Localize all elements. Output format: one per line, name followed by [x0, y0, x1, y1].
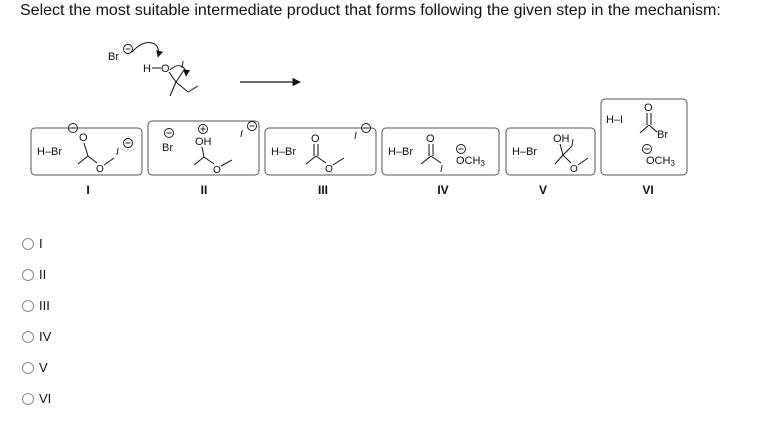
radio-unchecked-icon[interactable] — [22, 268, 34, 281]
bromide-label: Br — [108, 51, 119, 63]
iodide-label: I — [240, 129, 243, 140]
answer-options: I II III IV V VI — [22, 228, 51, 414]
choice-structure-4: H–Br O I OCH3 — [381, 127, 500, 176]
ether-oxygen-label: O — [213, 165, 221, 176]
methoxide-label: OCH3 — [646, 155, 675, 168]
radio-unchecked-icon[interactable] — [22, 392, 34, 405]
iodine-label: I — [440, 164, 443, 175]
reactant-iodine-label: I — [181, 60, 184, 71]
hbr-label: H–Br — [37, 146, 62, 158]
choice-roman-4: IV — [437, 183, 448, 197]
iodide-charge-icon — [247, 121, 257, 131]
option-label: IV — [39, 329, 52, 344]
oxonium-charge-icon — [198, 124, 208, 134]
choice-roman-6: VI — [642, 183, 653, 197]
option-3[interactable]: III — [22, 290, 51, 321]
option-label: VI — [39, 391, 52, 406]
bromide-label: Br — [162, 142, 173, 154]
choice-roman-3: III — [318, 183, 328, 197]
ether-oxygen-label: O — [325, 164, 333, 175]
option-label: I — [39, 236, 43, 251]
choice-structure-6: H–I O Br OCH3 — [600, 98, 688, 176]
option-2[interactable]: II — [22, 259, 51, 290]
methoxide-charge-icon — [642, 144, 652, 154]
ether-oxygen-label: O — [570, 164, 578, 175]
option-4[interactable]: IV — [22, 321, 51, 352]
reactant-step: Br H O I — [108, 42, 199, 97]
choice-structure-3: H–Br O O I — [264, 123, 377, 176]
iodide-charge-icon — [123, 138, 133, 148]
choice-structure-2: Br OH O I — [147, 120, 260, 176]
oxide-oxygen-label: O — [79, 132, 88, 144]
reactant-oxygen-label: O — [161, 63, 170, 75]
mechanism-scheme: Br H O I H–Br O — [30, 42, 688, 197]
question-text: Select the most suitable intermediate pr… — [20, 2, 721, 19]
option-label: II — [39, 267, 47, 282]
oxide-charge-icon — [68, 123, 78, 133]
choice-roman-5: V — [539, 183, 547, 197]
option-label: III — [39, 298, 50, 313]
iodide-label: I — [354, 131, 357, 142]
hbr-label: H–Br — [271, 146, 296, 158]
choice-structure-1: H–Br O O I — [30, 123, 143, 176]
radio-unchecked-icon[interactable] — [22, 330, 34, 343]
methoxide-label: OCH3 — [456, 155, 485, 168]
radio-unchecked-icon[interactable] — [22, 299, 34, 312]
reactant-hydrogen-label: H — [143, 63, 151, 75]
bromide-charge-icon — [123, 44, 133, 54]
iodide-label: I — [116, 147, 119, 158]
iodide-charge-icon — [361, 123, 371, 133]
option-1[interactable]: I — [22, 228, 51, 259]
radio-unchecked-icon[interactable] — [22, 361, 34, 374]
carbonyl-oxygen-label: O — [426, 133, 435, 145]
hbr-label: H–Br — [512, 146, 537, 158]
hi-label: H–I — [606, 114, 623, 126]
choice-roman-2: II — [201, 183, 208, 197]
hbr-label: H–Br — [388, 146, 413, 158]
methoxide-charge-icon — [456, 144, 466, 154]
bromide-charge-icon — [164, 128, 174, 138]
hydroxyl-label: OH — [553, 133, 570, 145]
bromine-label: Br — [657, 129, 668, 141]
option-label: V — [39, 360, 48, 375]
carbonyl-oxygen-label: O — [311, 133, 320, 145]
radio-unchecked-icon[interactable] — [22, 237, 34, 250]
option-6[interactable]: VI — [22, 383, 51, 414]
curved-arrow-2-icon — [169, 65, 191, 77]
carbonyl-oxygen-label: O — [644, 102, 653, 114]
choice-roman-1: I — [86, 183, 89, 197]
iodine-label: I — [571, 138, 574, 149]
curved-arrow-icon — [131, 42, 163, 58]
choice-structure-5: H–Br OH I O — [505, 127, 596, 176]
ether-oxygen-label: O — [96, 164, 104, 175]
option-5[interactable]: V — [22, 352, 51, 383]
hydroxyl-label: OH — [195, 136, 212, 148]
